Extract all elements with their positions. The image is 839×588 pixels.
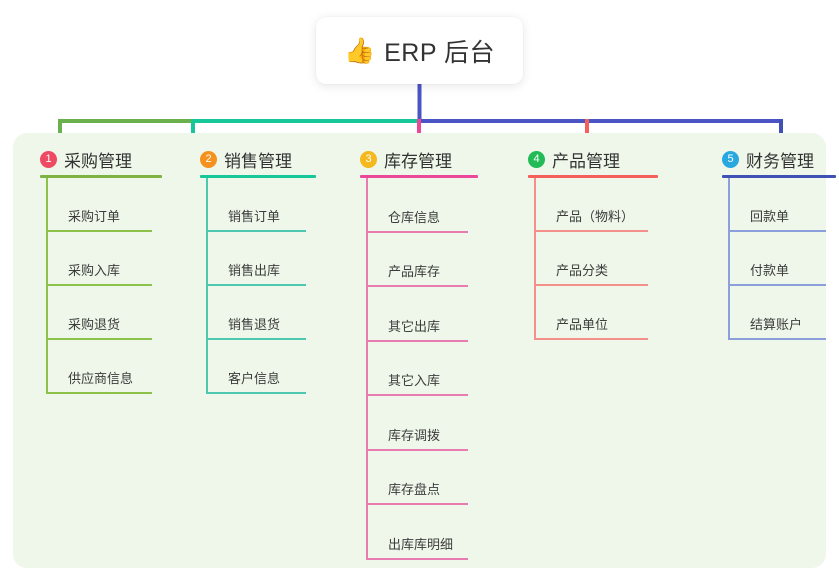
- column-title-5: 财务管理: [746, 151, 814, 171]
- root-node[interactable]: 👍 ERP 后台: [316, 17, 523, 84]
- column-3: 3 库存管理仓库信息产品库存其它出库其它入库库存调拨库存盘点出库库明细: [333, 133, 501, 568]
- list-item-label: 采购订单: [68, 209, 121, 224]
- column-2: 2 销售管理销售订单销售出库销售退货客户信息: [173, 133, 333, 568]
- list-item-label: 产品（物料）: [556, 209, 635, 224]
- column-badge-3: 3: [360, 150, 377, 168]
- list-item[interactable]: 产品（物料）: [536, 178, 648, 232]
- column-rule-5: [722, 175, 836, 178]
- list-item-label: 供应商信息: [68, 371, 134, 386]
- column-badge-5: 5: [722, 150, 739, 168]
- column-items-1: 采购订单采购入库采购退货供应商信息: [46, 178, 152, 394]
- column-rule-2: [200, 175, 316, 178]
- list-item[interactable]: 产品单位: [536, 286, 648, 340]
- column-items-4: 产品（物料） 产品分类产品单位: [534, 178, 648, 340]
- column-header-4[interactable]: 4 产品管理: [501, 143, 695, 175]
- list-item[interactable]: 出库库明细: [368, 505, 468, 560]
- column-items-5: 回款单付款单结算账户: [728, 178, 826, 340]
- list-item[interactable]: 库存盘点: [368, 451, 468, 505]
- list-item[interactable]: 回款单: [730, 178, 826, 232]
- list-item-label: 出库库明细: [388, 536, 454, 552]
- list-item-label: 产品分类: [556, 263, 609, 278]
- column-header-5[interactable]: 5 财务管理: [695, 143, 826, 175]
- column-badge-2: 2: [200, 150, 217, 168]
- column-badge-4: 4: [528, 150, 545, 168]
- list-item[interactable]: 产品分类: [536, 232, 648, 286]
- root-title: ERP 后台: [384, 38, 496, 67]
- list-item[interactable]: 销售出库: [208, 232, 306, 286]
- column-rule-1: [40, 175, 162, 178]
- column-items-3: 仓库信息产品库存其它出库其它入库库存调拨库存盘点出库库明细: [366, 178, 468, 560]
- list-item-label: 销售退货: [228, 317, 281, 332]
- list-item-label: 采购入库: [68, 263, 121, 278]
- list-item-label: 其它出库: [388, 318, 441, 334]
- list-item-label: 采购退货: [68, 317, 121, 332]
- list-item[interactable]: 客户信息: [208, 340, 306, 394]
- column-title-1: 采购管理: [64, 151, 132, 171]
- column-badge-1: 1: [40, 150, 57, 168]
- column-rule-4: [528, 175, 658, 178]
- column-header-2[interactable]: 2 销售管理: [173, 143, 333, 175]
- column-title-3: 库存管理: [384, 151, 452, 171]
- list-item[interactable]: 销售订单: [208, 178, 306, 232]
- list-item[interactable]: 仓库信息: [368, 178, 468, 233]
- list-item-label: 库存调拨: [388, 427, 441, 443]
- list-item[interactable]: 采购订单: [48, 178, 152, 232]
- diagram-panel: [13, 133, 826, 568]
- column-title-2: 销售管理: [224, 151, 292, 171]
- list-item[interactable]: 供应商信息: [48, 340, 152, 394]
- list-item-label: 库存盘点: [388, 482, 441, 497]
- list-item-label: 客户信息: [228, 371, 281, 386]
- column-items-2: 销售订单销售出库销售退货客户信息: [206, 178, 306, 394]
- column-title-4: 产品管理: [552, 151, 620, 171]
- column-1: 1 采购管理采购订单采购入库采购退货供应商信息: [13, 133, 173, 568]
- list-item[interactable]: 库存调拨: [368, 396, 468, 451]
- column-5: 5 财务管理回款单付款单结算账户: [695, 133, 836, 568]
- column-4: 4 产品管理产品（物料） 产品分类产品单位: [501, 133, 695, 568]
- list-item-label: 付款单: [750, 263, 790, 278]
- list-item-label: 产品库存: [388, 264, 441, 279]
- thumbs-up-icon: 👍: [343, 36, 376, 65]
- list-item[interactable]: 结算账户: [730, 286, 826, 340]
- column-header-1[interactable]: 1 采购管理: [13, 143, 173, 175]
- list-item-label: 销售出库: [228, 263, 281, 278]
- list-item-label: 结算账户: [750, 317, 803, 332]
- column-rule-3: [360, 175, 478, 178]
- list-item-label: 回款单: [750, 209, 790, 224]
- list-item[interactable]: 采购退货: [48, 286, 152, 340]
- list-item-label: 其它入库: [388, 373, 441, 388]
- column-header-3[interactable]: 3 库存管理: [333, 143, 501, 175]
- list-item[interactable]: 销售退货: [208, 286, 306, 340]
- list-item-label: 销售订单: [228, 209, 281, 224]
- list-item-label: 仓库信息: [388, 209, 441, 225]
- list-item[interactable]: 产品库存: [368, 233, 468, 287]
- list-item[interactable]: 采购入库: [48, 232, 152, 286]
- columns-container: 1 采购管理采购订单采购入库采购退货供应商信息 2 销售管理销售订单销售出库销售退货客…: [13, 133, 836, 568]
- list-item[interactable]: 付款单: [730, 232, 826, 286]
- list-item[interactable]: 其它出库: [368, 287, 468, 342]
- list-item[interactable]: 其它入库: [368, 342, 468, 396]
- list-item-label: 产品单位: [556, 317, 609, 332]
